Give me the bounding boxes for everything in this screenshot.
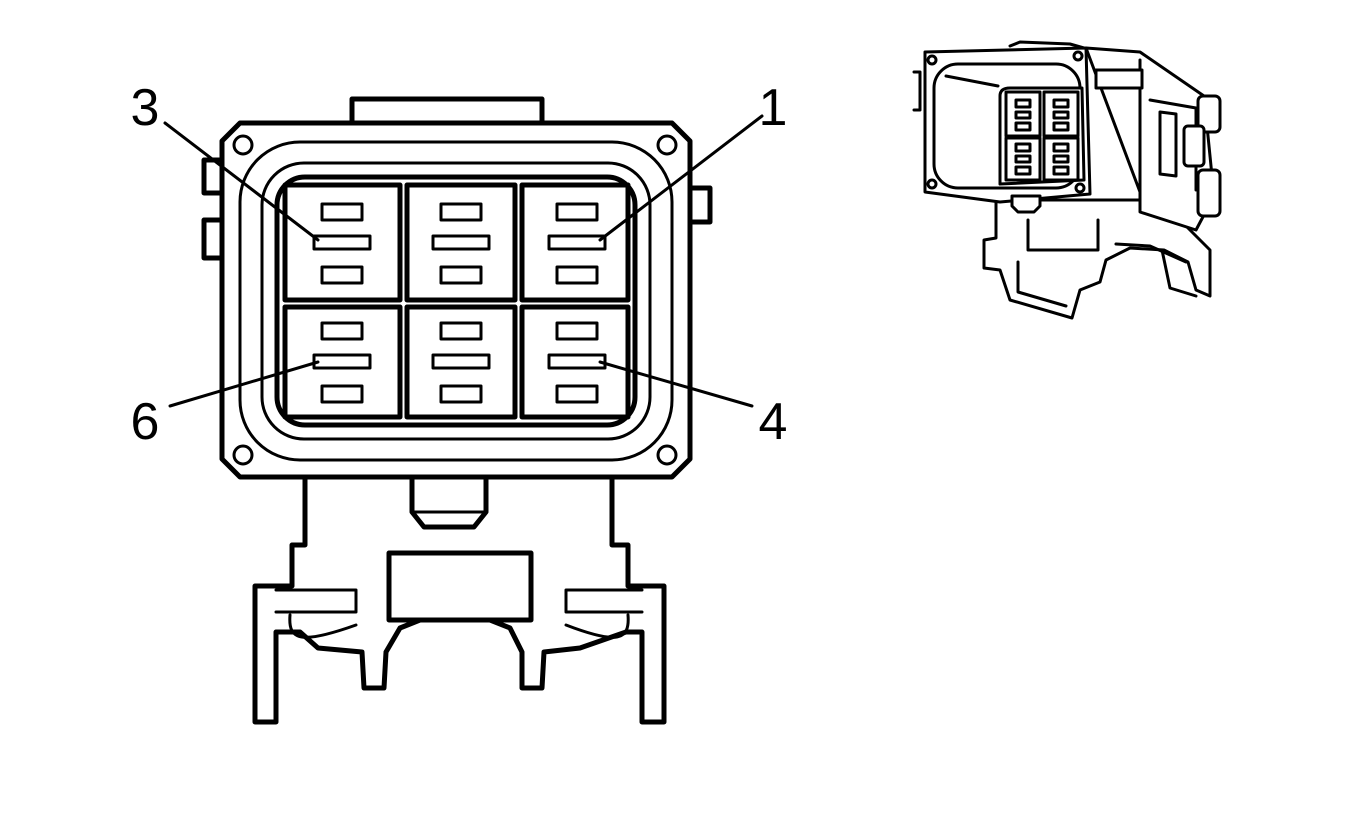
connector-isometric-thumbnail <box>912 40 1222 320</box>
right-side-rib <box>687 185 713 225</box>
cavity-pin-2 <box>404 182 518 303</box>
seal-ring-inner <box>260 161 652 441</box>
cavity-pin-4 <box>519 304 631 420</box>
mounting-bracket <box>252 467 667 725</box>
leader-lines <box>163 114 764 408</box>
pin-3-label: 3 <box>131 79 160 137</box>
pin-cavities <box>282 182 631 420</box>
thumbnail-side-ribs <box>1182 94 1222 218</box>
cavity-pin-1 <box>519 182 631 303</box>
pin-4-label: 4 <box>759 393 788 451</box>
thumbnail-cavities <box>998 86 1086 186</box>
cavity-pin-6 <box>282 304 403 420</box>
thumbnail-bracket <box>982 198 1212 320</box>
seal-ring-outer <box>238 140 674 462</box>
mounting-holes <box>232 134 678 466</box>
pin-1-label: 1 <box>759 79 788 137</box>
cavity-pin-5 <box>404 304 518 420</box>
left-side-ribs <box>201 157 225 261</box>
cavity-pin-3 <box>282 182 403 303</box>
connector-face-view: 3 1 6 4 <box>131 79 788 725</box>
pin-6-label: 6 <box>131 393 160 451</box>
